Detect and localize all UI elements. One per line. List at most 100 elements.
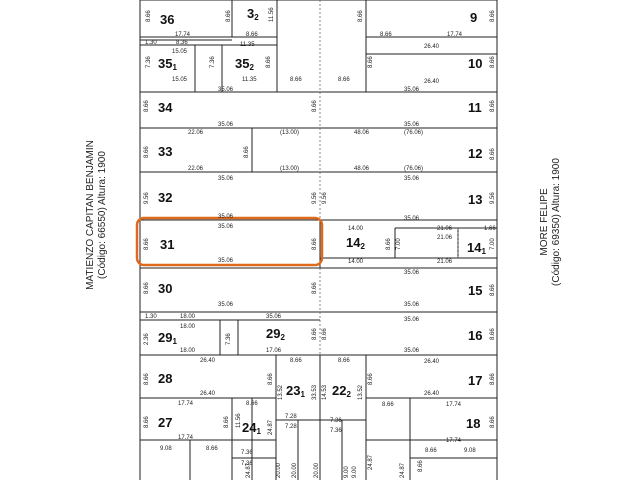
parcel-34[interactable]: 34	[158, 100, 173, 115]
dimension-label: 8.66	[312, 238, 318, 250]
dimension-label: 17.74	[447, 32, 463, 38]
dimension-label: (13.00)	[280, 166, 299, 172]
parcel-29-1[interactable]: 291	[158, 330, 177, 346]
dimension-labels-vertical: 8.66 8.66 11.56 7.36 7.36 8.66 8.66 8.66…	[144, 7, 496, 478]
dimension-label: 8.66	[146, 10, 152, 22]
parcel-16[interactable]: 16	[468, 328, 482, 343]
dimension-label: 8.66	[338, 77, 350, 83]
dimension-label: 7.00	[396, 238, 402, 250]
dimension-label: 8.66	[418, 460, 424, 472]
parcel-18[interactable]: 18	[466, 416, 480, 431]
dimension-label: 8.66	[224, 416, 230, 428]
parcel-13[interactable]: 13	[468, 192, 482, 207]
dimension-label: 8.66	[266, 56, 272, 68]
dimension-label: 8.66	[144, 373, 150, 385]
street-detail: (Código: 69350) Altura: 1900	[551, 158, 562, 286]
parcel-29-2[interactable]: 292	[266, 326, 285, 342]
dimension-label: 35.06	[218, 224, 234, 230]
dimension-label: (76.06)	[404, 130, 423, 136]
dimension-label: 7.36	[330, 428, 342, 434]
dimension-label: 17.74	[446, 438, 462, 444]
dimension-label: 26.40	[424, 79, 440, 85]
dimension-label: 7.36	[241, 450, 253, 456]
block-lines	[139, 0, 498, 480]
parcel-24-1[interactable]: 241	[242, 420, 261, 436]
dimension-label: 7.28	[285, 414, 297, 420]
parcel-32[interactable]: 32	[158, 190, 172, 205]
dimension-label: 8.66	[386, 238, 392, 250]
dimension-label: 7.36	[330, 418, 342, 424]
dimension-label: 7.36	[241, 461, 253, 467]
highlighted-parcel-31[interactable]	[135, 216, 324, 267]
dimension-label: 20.00	[276, 462, 282, 478]
dimension-label: 8.66	[490, 56, 496, 68]
street-label-left: MATIENZO CAPITAN BENJAMIN (Código: 66550…	[85, 140, 109, 290]
dimension-label: 9.08	[464, 448, 476, 454]
dimension-label: 8.66	[206, 446, 218, 452]
dimension-label: 18.00	[180, 324, 196, 330]
dimension-label: 1.66	[484, 226, 496, 232]
dimension-label: 48.06	[354, 130, 370, 136]
parcel-35-1[interactable]: 351	[158, 56, 177, 72]
parcel-17[interactable]: 17	[468, 373, 482, 388]
dimension-label: 8.66	[490, 284, 496, 296]
parcel-36[interactable]: 36	[160, 12, 174, 27]
parcel-23-1[interactable]: 231	[286, 383, 305, 399]
parcel-30[interactable]: 30	[158, 281, 172, 296]
dimension-label: 8.66	[338, 358, 350, 364]
parcel-10[interactable]: 10	[468, 56, 482, 71]
dimension-label: 9.08	[160, 446, 172, 452]
dimension-label: 35.06	[266, 314, 282, 320]
street-name: MORE FELIPE	[539, 188, 550, 256]
dimension-label: 8.66	[290, 77, 302, 83]
dimension-label: 17.06	[266, 348, 282, 354]
dimension-label: 8.66	[368, 373, 374, 385]
dimension-label: 35.06	[218, 176, 234, 182]
dimension-label: (76.06)	[404, 166, 423, 172]
dimension-label: 8.66	[358, 10, 364, 22]
parcel-22-2[interactable]: 222	[332, 383, 351, 399]
dimension-label: 35.06	[218, 258, 234, 264]
dimension-label: 24.87	[400, 462, 406, 478]
dimension-label: 11.56	[236, 413, 242, 428]
parcel-28[interactable]: 28	[158, 371, 172, 386]
dimension-label: 21.06	[437, 235, 453, 241]
dimension-label: 35.06	[404, 216, 420, 222]
parcel-9[interactable]: 9	[470, 10, 477, 25]
parcel-11[interactable]: 11	[468, 100, 482, 115]
dimension-label: 8.66	[425, 448, 437, 454]
parcel-14-2[interactable]: 142	[346, 235, 365, 251]
parcel-3-2[interactable]: 32	[247, 6, 259, 22]
dimension-label: 35.06	[218, 302, 234, 308]
parcel-15[interactable]: 15	[468, 283, 482, 298]
dimension-label: 7.36	[146, 56, 152, 68]
dimension-label: 35.06	[218, 87, 234, 93]
dimension-label: (13.00)	[280, 130, 299, 136]
dimension-label: 8.66	[490, 100, 496, 112]
dimension-label: 8.66	[312, 282, 318, 294]
dimension-label: 11.56	[269, 7, 275, 22]
parcel-31[interactable]: 31	[160, 237, 174, 252]
parcel-35-2[interactable]: 352	[235, 56, 254, 72]
dimension-label: 2.36	[144, 333, 150, 345]
parcel-12[interactable]: 12	[468, 146, 482, 161]
street-name: MATIENZO CAPITAN BENJAMIN	[85, 140, 96, 290]
dimension-label: 26.40	[200, 358, 216, 364]
dimension-label: 14.00	[348, 259, 364, 265]
dimension-label: 35.06	[404, 302, 420, 308]
parcel-27[interactable]: 27	[158, 415, 172, 430]
dimension-label: 8.66	[144, 282, 150, 294]
dimension-label: 8.36	[176, 40, 188, 46]
dimension-label: 35.06	[404, 317, 420, 323]
dimension-label: 7.36	[226, 333, 232, 345]
dimension-label: 13.52	[358, 384, 364, 400]
dimension-label: 8.66	[290, 358, 302, 364]
parcel-33[interactable]: 33	[158, 144, 172, 159]
dashed-lines	[319, 0, 459, 355]
dimension-label: 8.66	[144, 238, 150, 250]
dimension-labels-horizontal: 17.74 8.66 8.66 17.74 26.40 1.30 8.36 11…	[145, 32, 496, 467]
parcel-14-1[interactable]: 141	[467, 240, 486, 256]
dimension-label: 9.56	[490, 192, 496, 204]
dimension-label: 8.66	[490, 416, 496, 428]
